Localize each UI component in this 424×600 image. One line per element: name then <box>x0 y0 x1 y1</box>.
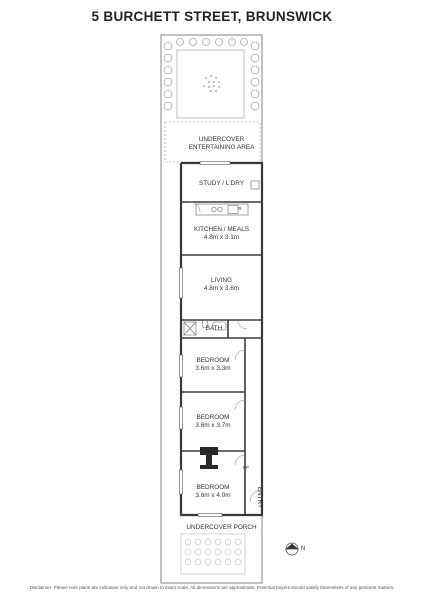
bath-fixtures <box>183 319 227 336</box>
label-fireplace-top: FP <box>243 465 249 470</box>
bedroom-3-dims: 3.6m x 4.0m <box>195 491 231 499</box>
compass-label: N <box>300 546 306 552</box>
bedroom-2-dims: 3.6m x 3.7m <box>195 421 231 429</box>
label-study-laundry: STUDY / L'DRY <box>198 180 245 187</box>
label-fridge: R <box>238 206 242 211</box>
living-dims: 4.8m x 3.6m <box>203 284 240 292</box>
fireplace <box>200 447 218 469</box>
label-bedroom-1: BEDROOM 3.6m x 3.3m <box>183 357 243 372</box>
page-title: 5 BURCHETT STREET, BRUNSWICK <box>91 9 333 24</box>
rear-garden <box>163 38 260 119</box>
kitchen-name: KITCHEN / MEALS <box>193 226 250 233</box>
kitchen-fixtures <box>195 180 260 216</box>
house-walls <box>179 161 264 517</box>
label-entry: ENTRY <box>255 486 263 509</box>
label-entertaining-area: UNDERCOVER ENTERTAINING AREA <box>188 136 255 151</box>
living-name: LIVING <box>211 277 232 284</box>
label-bedroom-2: BEDROOM 3.6m x 3.7m <box>183 414 243 429</box>
bedroom-1-dims: 3.6m x 3.3m <box>195 364 231 372</box>
bedroom-2-name: BEDROOM <box>196 414 230 421</box>
kitchen-dims: 4.8m x 3.1m <box>203 233 240 241</box>
front-porch-paving <box>180 533 246 575</box>
door-swings <box>189 201 263 503</box>
label-kitchen-meals: KITCHEN / MEALS 4.8m x 3.1m <box>181 226 262 241</box>
entertaining-area <box>164 121 261 163</box>
bedroom-3-name: BEDROOM <box>196 484 230 491</box>
windows <box>179 161 231 517</box>
label-bedroom-3: BEDROOM 3.6m x 4.0m <box>183 484 243 499</box>
label-bath: BATH <box>205 325 223 332</box>
label-living: LIVING 4.8m x 3.6m <box>181 277 262 292</box>
label-porch: UNDERCOVER PORCH <box>186 524 257 531</box>
compass-icon <box>285 542 299 556</box>
garden-paving <box>202 74 221 93</box>
site-boundary <box>160 34 263 584</box>
bedroom-1-name: BEDROOM <box>196 357 230 364</box>
disclaimer: Disclaimer: Please note plans are indica… <box>29 585 395 590</box>
